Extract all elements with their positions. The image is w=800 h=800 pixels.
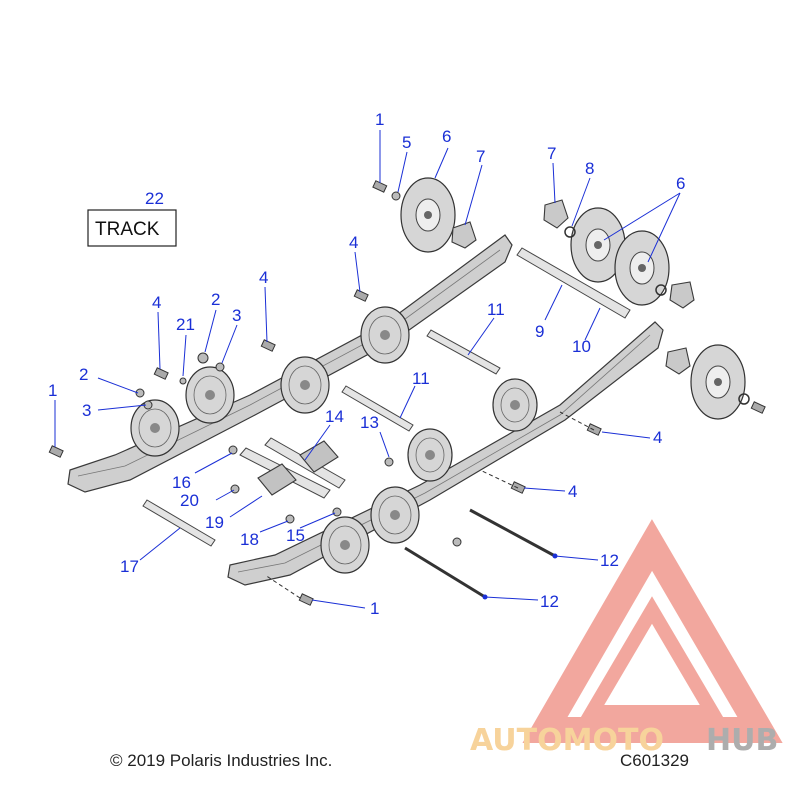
callout-6: 6 <box>442 127 451 146</box>
callout-17: 17 <box>120 557 139 576</box>
rail-wheels <box>130 306 538 574</box>
callout-3: 3 <box>232 306 241 325</box>
callout-3: 3 <box>82 401 91 420</box>
fasteners <box>48 180 766 606</box>
wheel-left-1 <box>130 399 180 457</box>
hub-cap-3 <box>669 281 695 309</box>
callout-16: 16 <box>172 473 191 492</box>
callout-4: 4 <box>653 428 662 447</box>
callout-13: 13 <box>360 413 379 432</box>
callout-14: 14 <box>325 407 344 426</box>
hub-cap-4 <box>665 347 691 375</box>
rear-wheel-mid-2 <box>614 230 670 306</box>
callout-20: 20 <box>180 491 199 510</box>
wheel-left-3 <box>280 356 330 414</box>
callout-7: 7 <box>476 147 485 166</box>
hub-cap-1 <box>451 221 477 249</box>
callout-numbers: 1 5 6 7 7 8 6 4 4 4 2 21 3 11 9 10 2 3 1… <box>48 110 685 618</box>
callout-19: 19 <box>205 513 224 532</box>
callout-1: 1 <box>375 110 384 129</box>
callout-4: 4 <box>152 293 161 312</box>
watermark-text-part2: HUB <box>706 723 778 758</box>
wheel-left-2 <box>185 366 235 424</box>
callout-21: 21 <box>176 315 195 334</box>
shaft-17 <box>142 499 216 547</box>
callout-11: 11 <box>412 369 430 388</box>
wheel-left-4 <box>360 306 410 364</box>
o-ring-8 <box>564 226 576 238</box>
callout-9: 9 <box>535 322 544 341</box>
callout-4: 4 <box>568 482 577 501</box>
callout-5: 5 <box>402 133 411 152</box>
callout-4: 4 <box>259 268 268 287</box>
leader-lines <box>54 130 681 609</box>
rear-wheel-mid-1 <box>570 207 626 283</box>
callout-11: 11 <box>487 300 505 319</box>
wheel-right-2 <box>370 486 420 544</box>
drawing-code: C601329 <box>620 751 689 770</box>
callout-12: 12 <box>540 592 559 611</box>
callout-10: 10 <box>572 337 591 356</box>
watermark-logo: AUTOMOTO HUB <box>470 519 783 758</box>
rear-wheel-lower <box>690 344 746 420</box>
shafts <box>142 329 556 599</box>
callout-15: 15 <box>286 526 305 545</box>
watermark-text-part1: AUTOMOTO <box>470 723 664 758</box>
callout-22: 22 <box>145 189 164 208</box>
callout-4: 4 <box>349 233 358 252</box>
callout-2: 2 <box>79 365 88 384</box>
track-box-label: TRACK <box>95 219 160 240</box>
callout-7: 7 <box>547 144 556 163</box>
rear-wheel-upper <box>400 177 456 253</box>
hub-cap-2 <box>543 199 569 229</box>
track-reference: TRACK 22 <box>87 189 177 247</box>
callout-12: 12 <box>600 551 619 570</box>
center-axle-assembly <box>239 437 346 499</box>
wheel-right-3 <box>407 428 453 482</box>
right-rail <box>227 321 664 586</box>
track-box <box>87 209 177 247</box>
copyright-notice: © 2019 Polaris Industries Inc. <box>110 751 332 770</box>
callout-18: 18 <box>240 530 259 549</box>
callout-1: 1 <box>370 599 379 618</box>
callout-1: 1 <box>48 381 57 400</box>
callout-2: 2 <box>211 290 220 309</box>
callout-6: 6 <box>676 174 685 193</box>
wheel-right-1 <box>320 516 370 574</box>
shaft-11-upper <box>426 329 501 375</box>
rear-axle-group <box>391 177 750 420</box>
shaft-11-lower <box>341 385 414 432</box>
callout-8: 8 <box>585 159 594 178</box>
wheel-right-4 <box>492 378 538 432</box>
